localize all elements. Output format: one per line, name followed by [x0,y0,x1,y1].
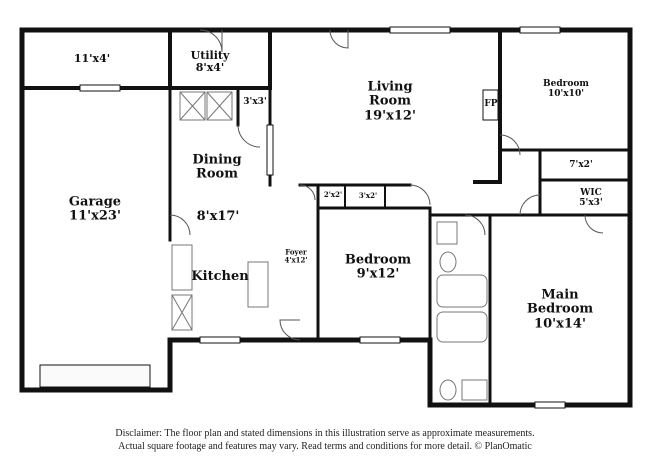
room-name: WIC [580,188,602,199]
fixtures [171,89,499,401]
storage-room-label: 11'x4' [73,51,111,65]
disclaimer: Disclaimer: The floor plan and stated di… [0,427,650,453]
room-name: Bedroom [543,79,589,90]
room-name: Living Room [367,79,413,109]
fireplace-label: FP [484,99,498,110]
room-dimension: 3'x2' [358,191,378,201]
closet-3x2-label: 3'x2' [359,192,377,200]
dining-room-label: Dining Room [192,152,242,183]
room-dimension: 11'x4' [73,51,111,65]
room-dimension: 5'x3' [579,198,603,208]
room-name: Kitchen [191,268,249,284]
windows [39,26,566,409]
kitchen-label: Kitchen [191,268,249,284]
room-name: Garage [68,194,122,210]
room-dimension: 19'x12' [364,108,416,124]
room-dimension: 9'x12' [356,267,400,282]
room-name: Bedroom [344,252,412,268]
room-name: Dining Room [192,152,242,182]
room-dimension: 11'x23' [69,209,121,224]
room-dimension: 10'x14' [534,316,586,332]
room-dimension: 7'x2' [569,160,593,171]
closet-2x2-label: 2'x2' [324,191,342,199]
utility-closet-label: 3'x3' [243,97,267,108]
dining-dimension-label: 8'x17' [196,208,240,224]
disclaimer-line-1: Disclaimer: The floor plan and stated di… [115,428,535,439]
doors [169,29,604,341]
room-name: Foyer [285,247,307,257]
disclaimer-line-2: Actual square footage and features may v… [118,441,532,452]
room-name: FP [484,99,498,110]
room-dimension: 2'x2' [323,190,343,200]
room-dimension: 8'x4' [195,61,225,74]
room-dimension: 4'x12' [284,255,308,264]
room-dimension: 3'x3' [243,97,267,108]
room-name: Utility [190,48,230,62]
room-dimension: 8'x17' [196,208,240,224]
closet-7x2-label: 7'x2' [569,160,593,171]
room-dimension: 10'x10' [548,89,584,99]
room-name: Main Bedroom [526,287,594,317]
